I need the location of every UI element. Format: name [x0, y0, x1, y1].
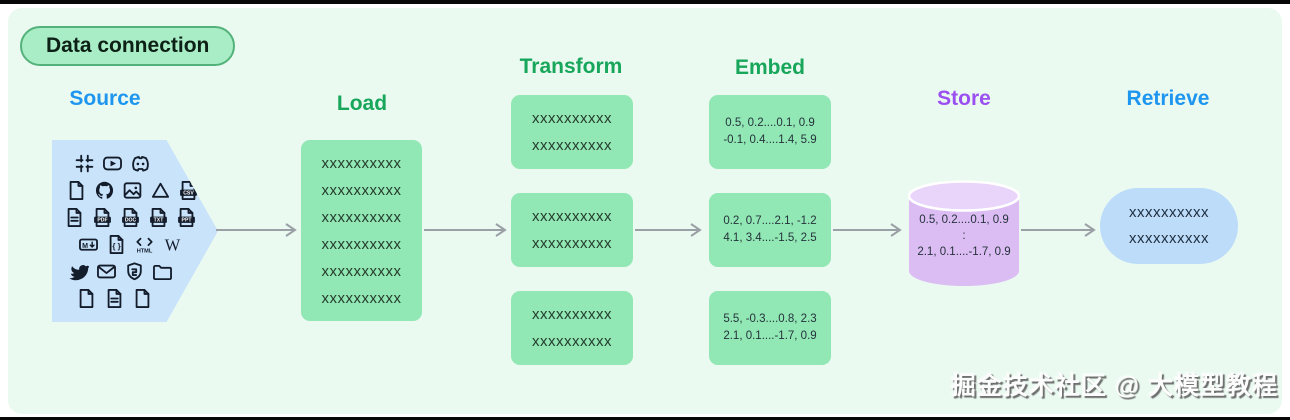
folder-icon	[152, 261, 173, 282]
github-icon	[94, 180, 115, 201]
source-icon-row	[76, 288, 170, 309]
file-icon	[76, 288, 97, 309]
svg-text:DOC: DOC	[125, 217, 137, 223]
embed-vector-box: 0.5, 0.2....0.1, 0.9 -0.1, 0.4....1.4, 5…	[709, 95, 831, 169]
stored-vector-ellipsis: :	[962, 230, 966, 242]
ppt-icon: PPT	[176, 207, 197, 228]
html-icon: HTML	[134, 234, 155, 255]
source-arrow-shape: CSV PDF DOC TXT PPT M { } HTML W	[52, 140, 218, 322]
document-text-line: xxxxxxxxxx	[321, 262, 402, 280]
svg-text:{ }: { }	[112, 242, 120, 251]
transform-chunk-box: xxxxxxxxxx xxxxxxxxxx	[511, 193, 633, 267]
embed-vector-box: 5.5, -0.3....0.8, 2.3 2.1, 0.1....-1.7, …	[709, 291, 831, 365]
document-text-line: xxxxxxxxxx	[321, 181, 402, 199]
document-text-line: xxxxxxxxxx	[321, 235, 402, 253]
svg-text:PDF: PDF	[97, 217, 107, 223]
vector-values-line: 0.5, 0.2....0.1, 0.9	[725, 117, 815, 129]
chunk-text-line: xxxxxxxxxx	[532, 208, 612, 225]
pdf-icon: PDF	[92, 207, 113, 228]
vector-values-line: 2.1, 0.1....-1.7, 0.9	[723, 330, 817, 342]
top-border-bar	[0, 0, 1290, 4]
stage-label-embed: Embed	[734, 56, 805, 79]
stage-label-load: Load	[336, 92, 388, 115]
json-icon: { }	[106, 234, 127, 255]
stage-label-store: Store	[937, 87, 991, 110]
source-icon-row: M { } HTML W	[78, 234, 181, 255]
diagram-panel	[8, 8, 1282, 414]
markdown-icon: M	[78, 234, 99, 255]
shield-badge-icon	[124, 261, 145, 282]
vector-store-cylinder: 0.5, 0.2....0.1, 0.9 : 2.1, 0.1....-1.7,…	[907, 180, 1021, 287]
transform-chunk-box: xxxxxxxxxx xxxxxxxxxx	[511, 291, 633, 365]
bottom-border-bar	[0, 417, 1290, 420]
vector-values-line: 4.1, 3.4....-1.5, 2.5	[723, 232, 817, 244]
watermark-text: 掘金技术社区 @ 大模型教程	[950, 372, 1278, 400]
stage-label-retrieve: Retrieve	[1126, 87, 1210, 110]
chunk-text-line: xxxxxxxxxx	[532, 110, 612, 127]
embed-vector-box: 0.2, 0.7....2.1, -1.2 4.1, 3.4....-1.5, …	[709, 193, 831, 267]
retrieved-text-line: xxxxxxxxxx	[1129, 204, 1209, 221]
vector-values-line: -0.1, 0.4....1.4, 5.9	[723, 134, 817, 146]
svg-text:PPT: PPT	[182, 217, 193, 223]
svg-text:TXT: TXT	[154, 217, 165, 223]
retrieve-result-pill: xxxxxxxxxx xxxxxxxxxx	[1100, 188, 1238, 264]
chunk-text-line: xxxxxxxxxx	[532, 333, 612, 350]
stored-vector-line: 2.1, 0.1....-1.7, 0.9	[917, 246, 1011, 258]
stage-label-source: Source	[69, 87, 141, 110]
document-text-line: xxxxxxxxxx	[321, 289, 402, 307]
arrow-store-to-retrieve	[1021, 223, 1096, 237]
txt-icon: TXT	[148, 207, 169, 228]
google-drive-icon	[150, 180, 171, 201]
svg-text:M: M	[82, 242, 88, 250]
diagram-title-badge: Data connection	[20, 26, 236, 66]
stored-vector-line: 0.5, 0.2....0.1, 0.9	[919, 214, 1009, 226]
arrow-source-to-load	[216, 223, 297, 237]
file-text-icon	[64, 207, 85, 228]
source-icon-row	[68, 261, 173, 282]
arrow-embed-to-store	[833, 223, 902, 237]
database-cylinder-icon	[907, 180, 1021, 286]
document-text-line: xxxxxxxxxx	[321, 208, 402, 226]
arrow-load-to-transform	[424, 223, 507, 237]
image-icon	[122, 180, 143, 201]
source-icon-row: CSV	[66, 180, 197, 201]
chunk-text-line: xxxxxxxxxx	[532, 137, 612, 154]
file-icon	[66, 180, 87, 201]
load-documents-box: xxxxxxxxxx xxxxxxxxxx xxxxxxxxxx xxxxxxx…	[301, 140, 422, 321]
chunk-text-line: xxxxxxxxxx	[532, 235, 612, 252]
twitter-icon	[68, 261, 89, 282]
svg-text:HTML: HTML	[137, 248, 153, 254]
source-icon-row: PDF DOC TXT PPT	[64, 207, 195, 228]
chunk-text-line: xxxxxxxxxx	[532, 306, 612, 323]
arrow-transform-to-embed	[635, 223, 702, 237]
email-icon	[96, 261, 117, 282]
wikipedia-icon: W	[162, 234, 183, 255]
source-icon-row	[74, 153, 170, 174]
retrieved-text-line: xxxxxxxxxx	[1129, 230, 1209, 247]
vector-values-line: 0.2, 0.7....2.1, -1.2	[723, 215, 817, 227]
document-text-line: xxxxxxxxxx	[321, 154, 402, 172]
slack-icon	[74, 153, 95, 174]
svg-text:W: W	[165, 236, 181, 255]
discord-icon	[130, 153, 151, 174]
svg-text:CSV: CSV	[183, 190, 194, 196]
file-text-icon	[104, 288, 125, 309]
vector-values-line: 5.5, -0.3....0.8, 2.3	[723, 313, 817, 325]
stage-label-transform: Transform	[519, 55, 623, 78]
transform-chunk-box: xxxxxxxxxx xxxxxxxxxx	[511, 95, 633, 169]
file-icon	[132, 288, 153, 309]
doc-icon: DOC	[120, 207, 141, 228]
youtube-icon	[102, 153, 123, 174]
csv-icon: CSV	[178, 180, 199, 201]
